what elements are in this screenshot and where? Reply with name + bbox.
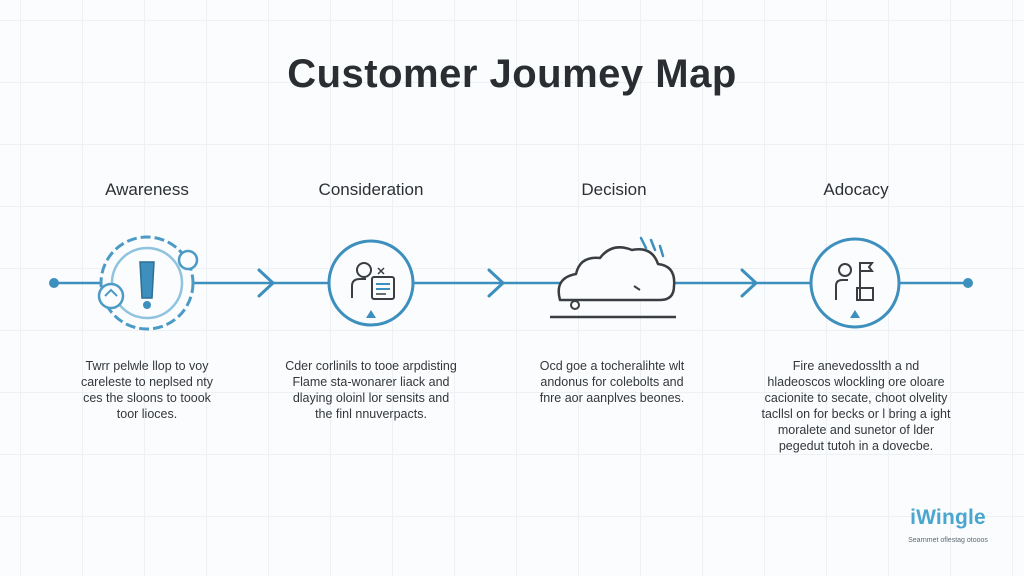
chevron-right-icon <box>740 268 758 298</box>
description-line: moralete and sunetor of lder <box>777 423 935 437</box>
description-line: cacionite to secate, choot olvelity <box>764 391 948 405</box>
cloud-icon <box>550 236 676 319</box>
chevron-right-icon <box>487 268 505 298</box>
description-line: ces the sloons to toook <box>83 391 211 405</box>
page-title: Customer Joumey Map <box>287 52 737 96</box>
stage-description-decision: Ocd goe a tocheralihte wlt andonus for c… <box>502 358 722 406</box>
timeline-end-dot <box>963 278 973 288</box>
description-line: Ocd goe a tocheralihte wlt <box>539 359 685 373</box>
person-document-icon <box>327 239 415 327</box>
stage-description-consideration: Cder corlinils to tooe arpdisting Flame … <box>261 358 481 422</box>
exclamation-cycle-icon <box>97 235 199 331</box>
stage-description-awareness: Twrr pelwle llop to voy careleste to nep… <box>37 358 257 422</box>
description-line: hladeoscos wlockling ore oloare <box>767 375 945 389</box>
description-line: the finl nnuverpacts. <box>315 407 427 421</box>
description-line: toor lioces. <box>116 407 178 421</box>
description-line: andonus for colebolts and <box>540 375 684 389</box>
description-line: dlaying oloinl lor sensits and <box>292 391 450 405</box>
description-line: Flame sta-wonarer liack and <box>292 375 450 389</box>
description-line: tacllsl on for becks or l bring a ight <box>761 407 951 421</box>
brand-tagline: Searnmet oflestag otooos <box>908 537 988 544</box>
description-line: pegedut tutoh in a dovecbe. <box>778 439 934 453</box>
stage-label-advocacy: Adocacy <box>823 180 889 199</box>
description-line: Fire anevedosslth a nd <box>792 359 920 373</box>
timeline-start-dot <box>49 278 59 288</box>
stage-label-awareness: Awareness <box>105 180 189 199</box>
description-line: fnre aor aanplves beones. <box>539 391 685 405</box>
chevron-right-icon <box>257 268 275 298</box>
stage-label-decision: Decision <box>581 180 647 199</box>
description-line: Twrr pelwle llop to voy <box>85 359 209 373</box>
description-line: Cder corlinils to tooe arpdisting <box>285 359 457 373</box>
description-line: careleste to neplsed nty <box>80 375 214 389</box>
stage-description-advocacy: Fire anevedosslth a nd hladeoscos wlockl… <box>746 358 966 454</box>
stage-label-consideration: Consideration <box>318 180 424 199</box>
person-flag-icon <box>809 237 901 329</box>
brand-logo: iWingle <box>910 506 986 529</box>
